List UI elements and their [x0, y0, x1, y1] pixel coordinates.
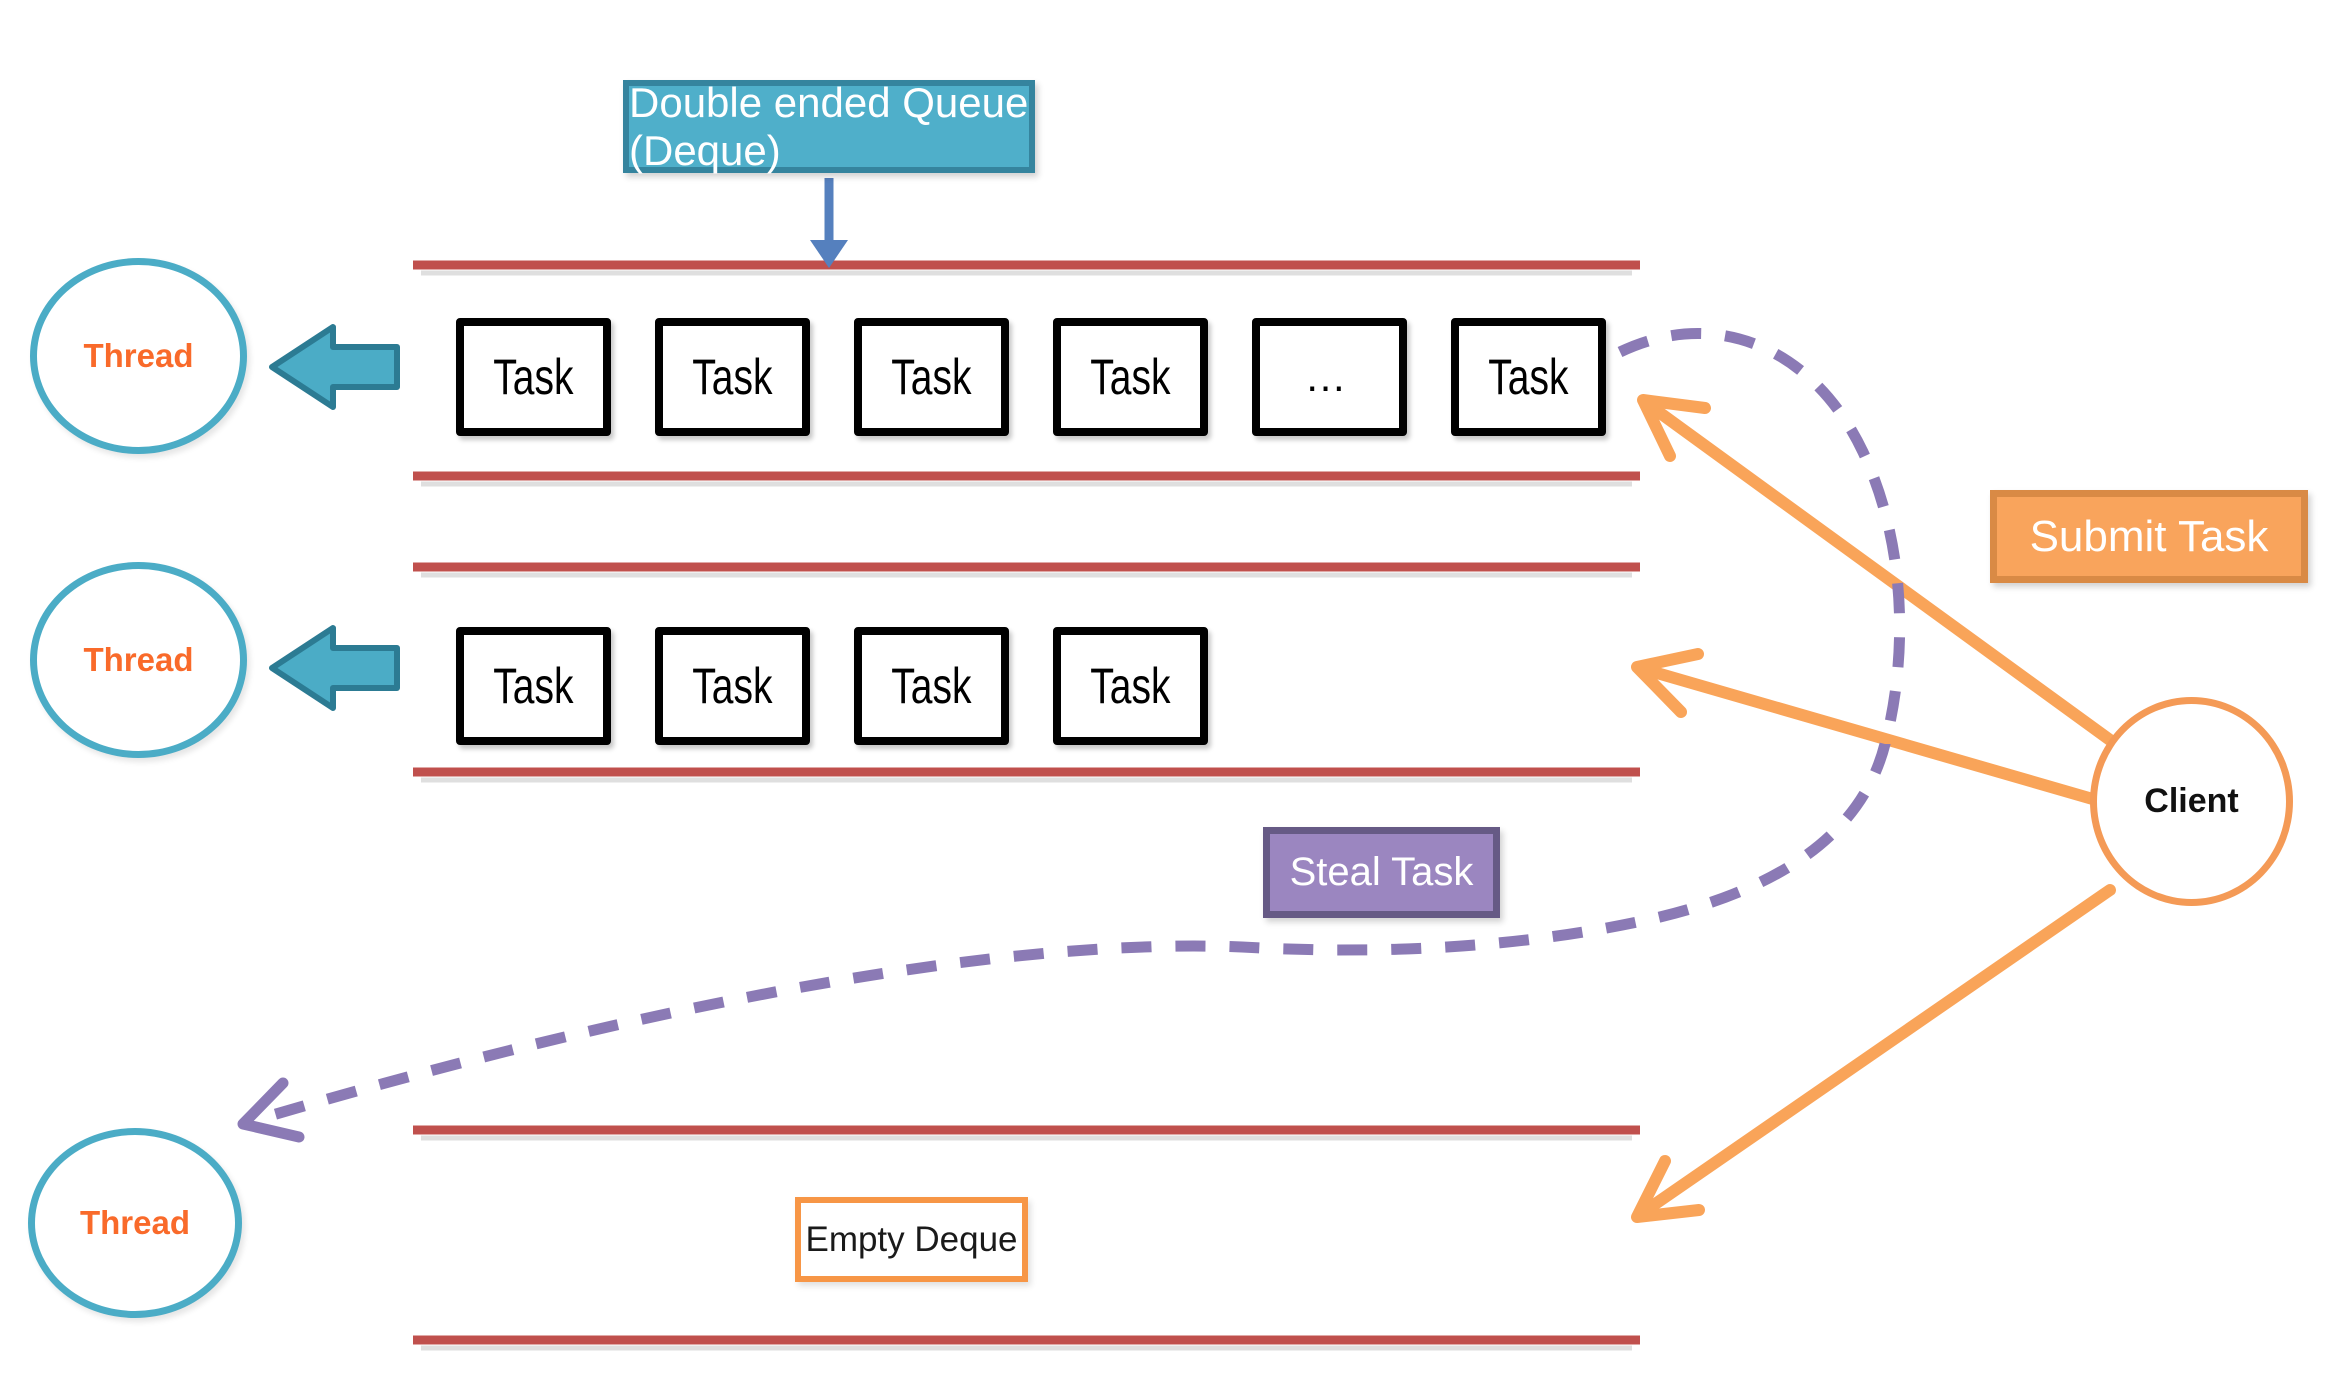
deque-line-shadows — [421, 270, 1632, 1351]
client-label: Client — [2144, 782, 2239, 820]
thread-2-label: Thread — [83, 641, 194, 678]
deque-1-task-row: Task Task Task Task … Task — [456, 318, 1606, 436]
task-box: Task — [655, 627, 810, 745]
steal-task-label-box: Steal Task — [1263, 827, 1500, 918]
deque-title-text: Double ended Queue (Deque) — [629, 78, 1029, 174]
thread-1-label: Thread — [83, 337, 194, 374]
submit-arrows — [1631, 394, 2116, 1223]
submit-task-label: Submit Task — [2029, 511, 2269, 561]
steal-arrowhead-icon — [237, 1077, 305, 1143]
left-block-arrow-1-icon — [269, 324, 400, 410]
task-box: Task — [1451, 318, 1606, 436]
thread-1-circle: Thread — [30, 258, 247, 454]
submit-task-label-box: Submit Task — [1990, 490, 2308, 583]
deque-title-box: Double ended Queue (Deque) — [623, 78, 1035, 174]
client-circle: Client — [2090, 697, 2293, 906]
empty-deque-label: Empty Deque — [805, 1219, 1018, 1259]
empty-deque-label-box: Empty Deque — [795, 1197, 1028, 1282]
blue-down-arrow-icon — [810, 178, 848, 268]
task-box: Task — [655, 318, 810, 436]
task-box: Task — [854, 627, 1009, 745]
submit-arrow-to-deque-3 — [1631, 884, 2116, 1223]
submit-arrow-to-deque-1 — [1637, 394, 2116, 746]
thread-3-label: Thread — [79, 1204, 191, 1241]
deque-2-task-row: Task Task Task Task — [456, 627, 1208, 745]
task-box: Task — [1053, 627, 1208, 745]
task-box: Task — [456, 627, 611, 745]
task-box: Task — [1053, 318, 1208, 436]
steal-task-label: Steal Task — [1289, 850, 1474, 894]
ellipsis-box: … — [1252, 318, 1407, 436]
thread-2-circle: Thread — [30, 562, 247, 758]
steal-task-dashed-arrow — [264, 327, 1906, 1123]
thread-3-circle: Thread — [28, 1128, 242, 1318]
task-box: Task — [854, 318, 1009, 436]
submit-arrow-to-deque-2 — [1631, 648, 2102, 806]
left-block-arrow-2-icon — [269, 625, 400, 711]
task-box: Task — [456, 318, 611, 436]
